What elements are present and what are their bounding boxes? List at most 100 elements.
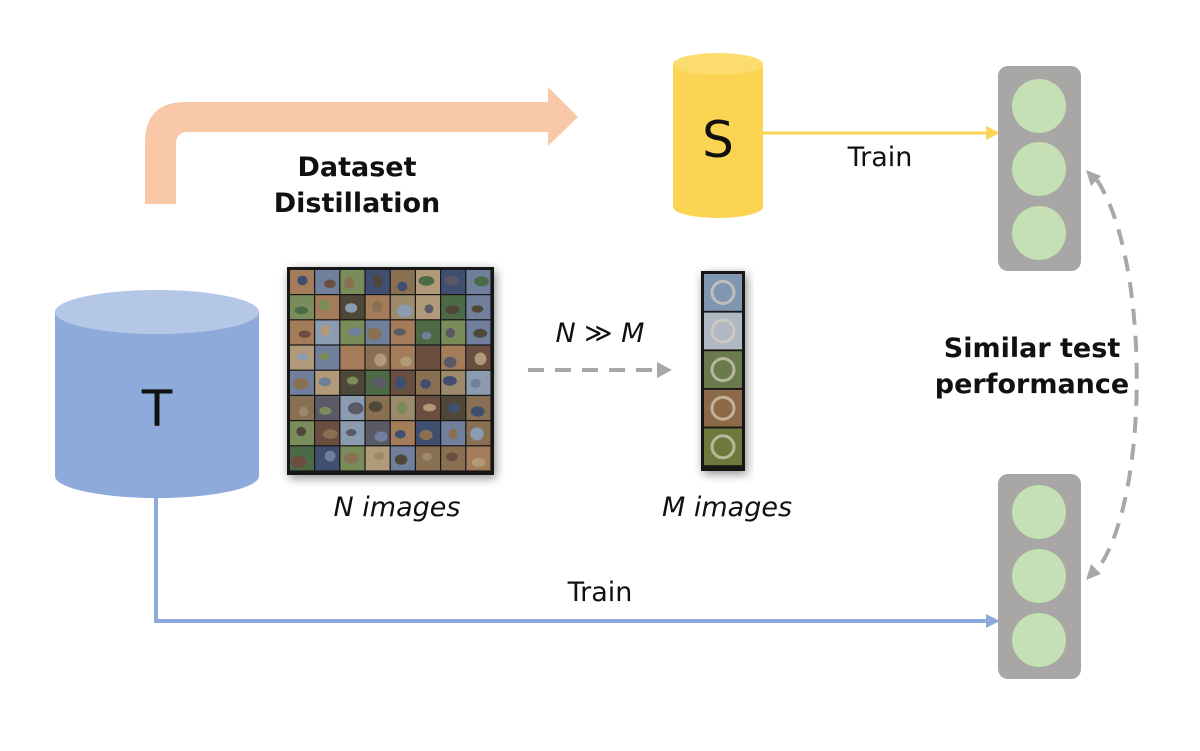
synthetic-image — [704, 428, 742, 466]
image-thumbnail — [390, 345, 415, 370]
synthetic-image — [704, 351, 742, 388]
dataset-distillation-line-1: Dataset — [297, 152, 417, 183]
image-thumbnail — [390, 295, 415, 320]
image-thumbnail — [365, 270, 390, 294]
image-thumbnail — [365, 396, 390, 420]
image-thumbnail — [340, 295, 365, 320]
image-thumbnail — [315, 295, 340, 320]
image-thumbnail — [441, 270, 466, 294]
m-images-label: M images — [661, 492, 793, 523]
image-thumbnail — [466, 370, 491, 395]
image-thumbnail — [340, 370, 365, 395]
image-thumbnail — [365, 370, 390, 395]
image-thumbnail — [315, 446, 340, 471]
image-thumbnail — [416, 370, 440, 395]
image-thumbnail — [416, 270, 440, 294]
original-set-top — [55, 290, 259, 334]
image-thumbnail — [340, 446, 365, 471]
image-thumbnail — [416, 396, 440, 420]
image-thumbnail — [315, 270, 340, 294]
image-thumbnail — [466, 295, 491, 320]
image-thumbnail — [441, 421, 466, 446]
train-top-arrowhead — [986, 126, 1000, 140]
image-thumbnail — [290, 421, 314, 446]
image-thumbnail — [290, 446, 314, 471]
image-thumbnail — [290, 320, 314, 345]
image-thumbnail — [390, 396, 415, 420]
distillation-arrow — [145, 87, 578, 204]
image-thumbnail — [340, 421, 365, 446]
train-bottom-arrowhead — [986, 614, 1000, 628]
image-thumbnail — [390, 446, 415, 471]
synthetic-image — [704, 389, 742, 427]
original-set-letter: T — [141, 380, 173, 438]
image-thumbnail — [441, 370, 466, 395]
image-thumbnail — [390, 270, 415, 294]
image-thumbnail — [340, 396, 365, 420]
similarity-dashed-curve — [1095, 178, 1139, 572]
image-thumbnail — [466, 396, 491, 420]
image-thumbnail — [290, 295, 314, 320]
synthetic-set-top — [673, 53, 763, 75]
image-thumbnail — [315, 370, 340, 395]
synthetic-image — [704, 274, 742, 311]
image-thumbnail — [416, 320, 440, 345]
image-thumbnail — [441, 446, 466, 471]
image-thumbnail — [315, 421, 340, 446]
image-thumbnail — [466, 320, 491, 345]
image-thumbnail — [441, 295, 466, 320]
image-thumbnail — [365, 320, 390, 345]
model-light — [1012, 206, 1066, 260]
synthetic-set-body — [673, 64, 763, 218]
image-thumbnail — [315, 320, 340, 345]
compression-relation-label: N ≫ M — [555, 318, 645, 349]
model-light — [1012, 613, 1066, 667]
model-light — [1012, 142, 1066, 196]
image-thumbnail — [365, 446, 390, 471]
train-bottom-arrow — [154, 498, 988, 623]
model-light — [1012, 485, 1066, 539]
original-set-body — [55, 312, 259, 498]
image-thumbnail — [416, 345, 440, 370]
image-thumbnail — [315, 345, 340, 370]
train-top-label: Train — [847, 142, 913, 173]
original-set-cylinder — [55, 290, 259, 498]
model-light — [1012, 549, 1066, 603]
similar-test-line-2: performance — [934, 369, 1130, 400]
image-thumbnail — [340, 320, 365, 345]
image-thumbnail — [466, 421, 491, 446]
model-light — [1012, 79, 1066, 133]
image-thumbnail — [416, 421, 440, 446]
image-thumbnail — [340, 345, 365, 370]
image-thumbnail — [466, 446, 491, 471]
synthetic-images-column — [701, 271, 745, 471]
image-thumbnail — [365, 295, 390, 320]
synthetic-set-cylinder — [673, 53, 763, 218]
image-thumbnail — [441, 345, 466, 370]
image-thumbnail — [365, 421, 390, 446]
image-thumbnail — [466, 345, 491, 370]
image-thumbnail — [441, 320, 466, 345]
image-thumbnail — [290, 270, 314, 294]
image-thumbnail — [416, 295, 440, 320]
dataset-distillation-line-2: Distillation — [273, 188, 441, 219]
synthetic-image — [704, 312, 742, 350]
image-thumbnail — [365, 345, 390, 370]
compression-arrowhead — [657, 362, 672, 378]
image-thumbnail — [290, 370, 314, 395]
train-bottom-label: Train — [567, 577, 633, 608]
image-thumbnail — [290, 396, 314, 420]
model-trained-on-original — [998, 474, 1081, 679]
original-images-grid — [287, 267, 494, 475]
image-thumbnail — [390, 320, 415, 345]
image-thumbnail — [340, 270, 365, 294]
image-thumbnail — [290, 345, 314, 370]
synthetic-set-letter: S — [702, 111, 734, 169]
image-thumbnail — [441, 396, 466, 420]
image-thumbnail — [416, 446, 440, 471]
model-trained-on-synthetic — [998, 66, 1081, 271]
image-thumbnail — [315, 396, 340, 420]
similarity-arrowhead-bottom — [1086, 564, 1101, 580]
